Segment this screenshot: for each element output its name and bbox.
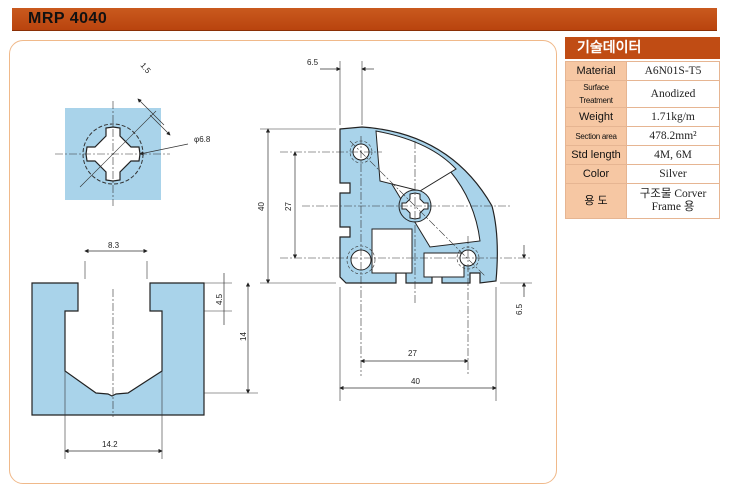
dim-profile-offset-right: 6.5	[515, 303, 524, 315]
spec-label: Std length	[565, 145, 627, 165]
spec-value: Anodized	[626, 80, 720, 108]
dim-slot-inner-width: 14.2	[102, 440, 118, 449]
drawing-panel: 1.5 φ6.8 8.3 4.5 14 14.2	[9, 40, 557, 484]
spec-label: Weight	[565, 107, 627, 127]
spec-label: Surface Treatment	[565, 80, 627, 108]
slot-detail: 8.3 4.5 14 14.2	[31, 241, 258, 459]
page-title: MRP 4040	[28, 10, 108, 27]
spec-value: 478.2mm²	[626, 126, 720, 146]
technical-drawing: 1.5 φ6.8 8.3 4.5 14 14.2	[31, 58, 532, 459]
spec-label: 용 도	[565, 183, 627, 219]
bore-detail: 1.5 φ6.8	[55, 61, 211, 206]
dim-profile-width: 40	[411, 377, 420, 386]
dim-slot-depth: 14	[239, 332, 248, 341]
dim-bore-diameter: φ6.8	[194, 135, 211, 144]
spec-label: Section area	[565, 126, 627, 146]
spec-value: A6N01S-T5	[626, 61, 720, 81]
spec-value: 구조물 Corver Frame 용	[626, 183, 720, 219]
spec-value: Silver	[626, 164, 720, 184]
profile-section: 6.5 40 27 27 40 6.5	[257, 58, 532, 401]
dim-hole-spacing-horizontal: 27	[408, 349, 417, 358]
spec-label: Color	[565, 164, 627, 184]
spec-value: 4M, 6M	[626, 145, 720, 165]
dim-profile-height: 40	[257, 202, 266, 211]
header-bar: MRP 4040	[12, 8, 717, 31]
spec-value: 1.71kg/m	[626, 107, 720, 127]
dim-slot-width: 1.5	[138, 61, 152, 76]
dim-slot-lip: 4.5	[215, 293, 224, 305]
dim-profile-offset-top: 6.5	[307, 58, 319, 67]
spec-title: 기술데이터	[565, 37, 720, 59]
spec-label: Material	[565, 61, 627, 81]
dim-hole-spacing-vertical: 27	[284, 202, 293, 211]
dim-slot-opening: 8.3	[108, 241, 120, 250]
